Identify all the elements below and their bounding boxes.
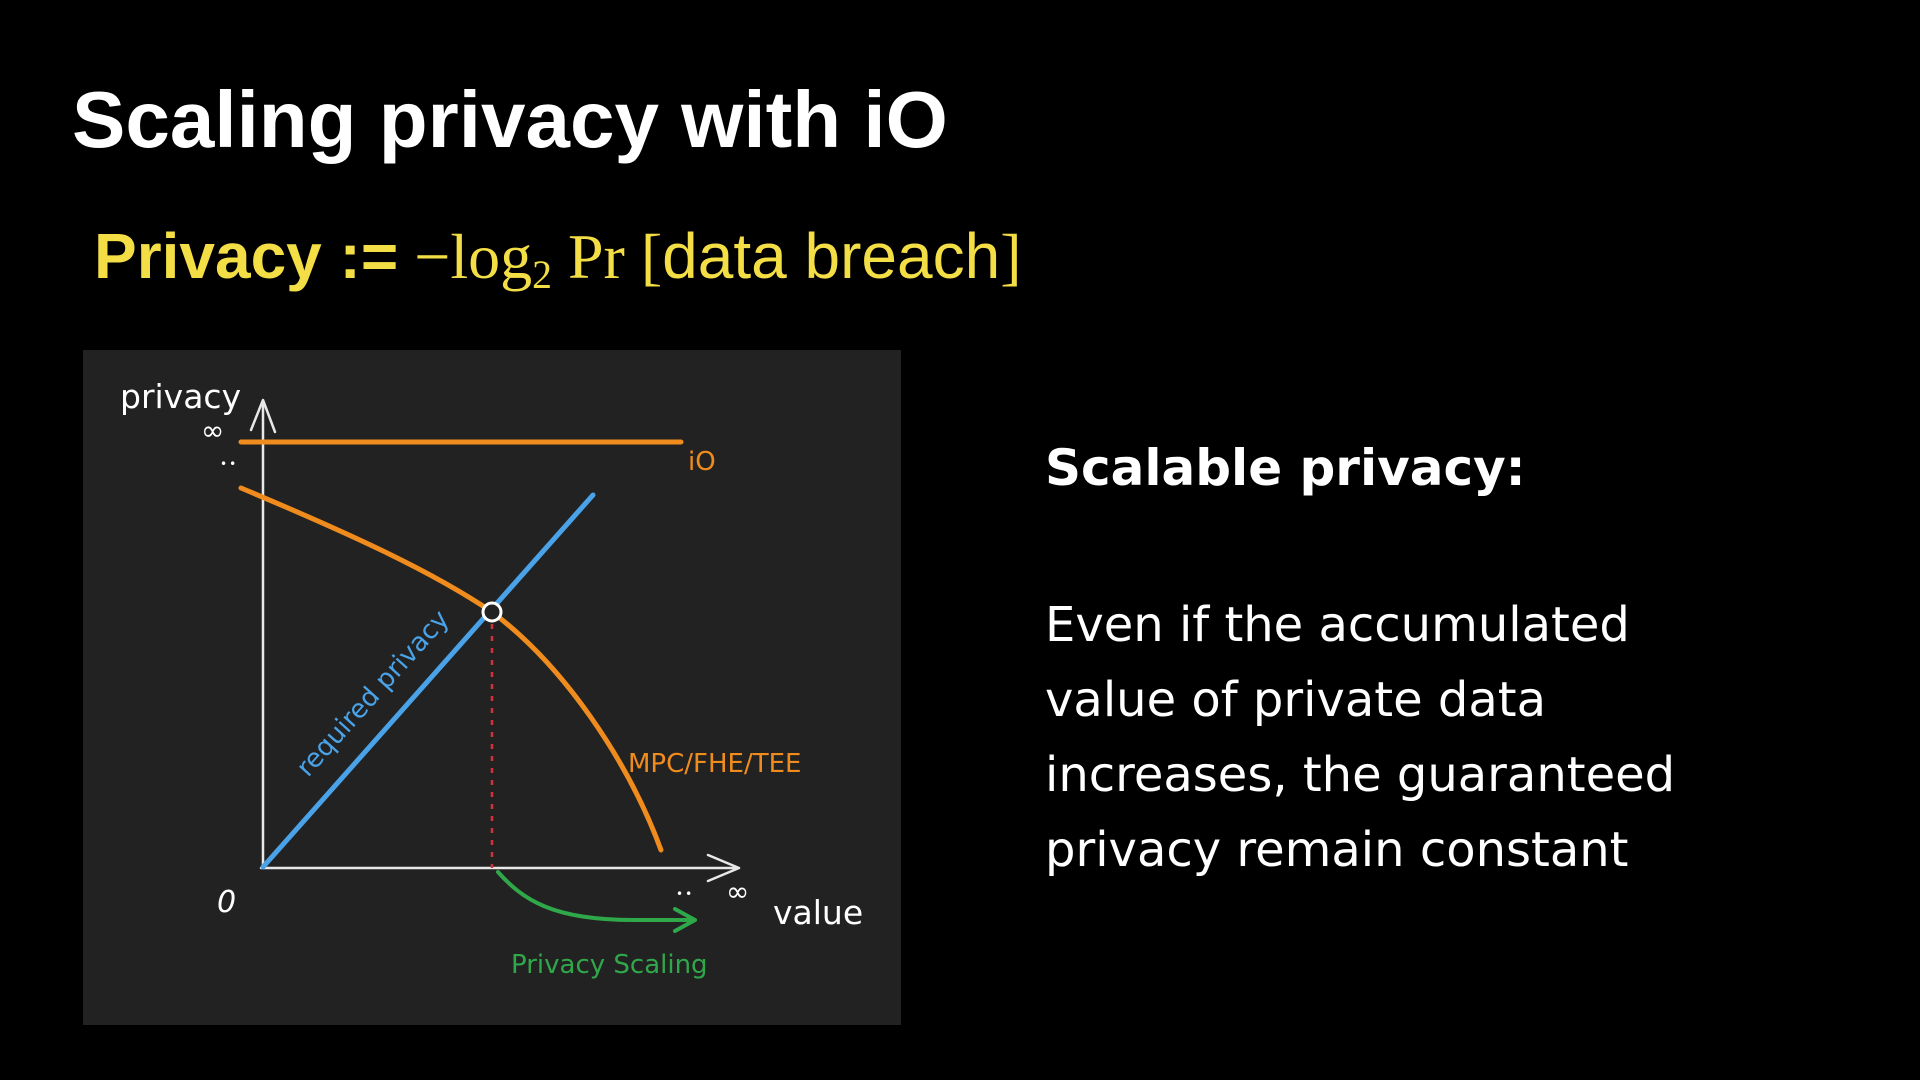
required-privacy-line	[260, 492, 596, 870]
description-line-4: privacy remain constant	[1045, 822, 1629, 878]
x-axis-arrowhead	[706, 853, 741, 883]
x-infinity-dots: ••	[676, 887, 694, 901]
formula-neg-log: −log	[414, 221, 533, 292]
slide-title: Scaling privacy with iO	[72, 75, 948, 164]
formula-argument: data breach	[662, 220, 1001, 292]
x-axis-label: value	[773, 893, 863, 932]
formula-log-base: 2	[532, 252, 552, 297]
formula-lhs: Privacy :=	[94, 220, 399, 292]
y-axis-label: privacy	[120, 377, 241, 416]
io-series-label: iO	[688, 447, 716, 477]
privacy-formula: Privacy := −log2 Pr [data breach]	[94, 218, 1022, 296]
origin-label: 0	[217, 885, 236, 920]
privacy-diagram: privacy ∞ •• iO MPC/FHE/TEE required pri…	[83, 350, 901, 1025]
scalable-privacy-heading: Scalable privacy:	[1045, 439, 1526, 497]
description-line-1: Even if the accumulated	[1045, 597, 1630, 653]
y-axis-arrowhead	[249, 398, 277, 434]
x-infinity-label: ∞	[726, 875, 749, 908]
formula-open-bracket: [	[640, 221, 663, 292]
scalable-privacy-description: Even if the accumulated value of private…	[1045, 588, 1865, 888]
formula-close-bracket: ]	[1000, 221, 1022, 292]
y-infinity-dots: ••	[220, 457, 238, 471]
privacy-scaling-label: Privacy Scaling	[511, 950, 708, 980]
intersection-marker	[481, 601, 503, 623]
formula-pr: Pr	[567, 221, 625, 292]
privacy-scaling-arrowhead	[673, 907, 697, 933]
mpc-fhe-tee-curve	[238, 485, 664, 853]
y-infinity-label: ∞	[201, 414, 224, 447]
description-line-2: value of private data	[1045, 672, 1546, 728]
required-privacy-label: required privacy	[291, 605, 456, 783]
mpc-series-label: MPC/FHE/TEE	[628, 749, 801, 779]
diagram-svg: privacy ∞ •• iO MPC/FHE/TEE required pri…	[120, 377, 863, 980]
privacy-scaling-arrow	[496, 870, 695, 922]
description-line-3: increases, the guaranteed	[1045, 747, 1676, 803]
